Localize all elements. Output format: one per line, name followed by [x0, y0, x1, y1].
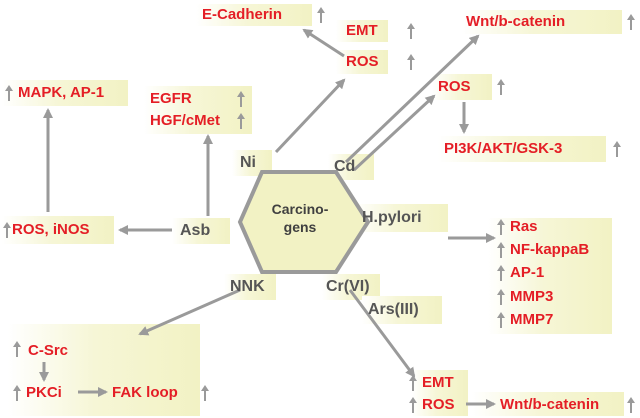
box-csrc-group [8, 324, 200, 416]
up-arrow-icon [497, 312, 505, 328]
target-hgf: HGF/cMet [150, 112, 221, 129]
target-pi3k: PI3K/AKT/GSK-3 [444, 140, 563, 157]
arrow-nnk-to-csrc [138, 288, 241, 336]
agent-h-pylori: H.pylori [362, 209, 422, 226]
box-e-cadherin [196, 4, 312, 26]
target-ros-inos: ROS, iNOS [12, 221, 90, 238]
box-ros-inos [2, 216, 114, 244]
up-arrow-icon [201, 385, 209, 401]
target-mapk: MAPK, AP-1 [18, 84, 105, 101]
target-e-cadherin: E-Cadherin [202, 6, 283, 23]
up-arrow-icon [3, 222, 11, 238]
up-arrow-icon [13, 385, 21, 401]
box-mapk [2, 80, 128, 106]
box-asb [172, 218, 230, 244]
target-pkc: PKCi [26, 384, 62, 401]
box-egfr [144, 86, 252, 134]
target-wnt-top: Wnt/b-catenin [466, 13, 566, 30]
target-mmp7: MMP7 [510, 311, 554, 328]
box-wnt-top [462, 10, 622, 34]
target-ros-cd: ROS [438, 78, 471, 95]
arrow-ros-to-e-cadherin [302, 28, 345, 58]
target-ros-bottom: ROS [422, 396, 455, 413]
target-ap1: AP-1 [510, 264, 545, 281]
box-pi3k [438, 136, 606, 162]
up-arrow-icon [409, 397, 417, 413]
box-ars [362, 296, 442, 324]
up-arrow-icon [627, 397, 635, 413]
target-fak: FAK loop [112, 384, 178, 401]
box-h-pylori [354, 204, 448, 232]
target-ras: Ras [510, 218, 538, 235]
target-mmp3: MMP3 [510, 288, 554, 305]
box-nnk [224, 274, 276, 300]
up-arrow-icon [237, 91, 245, 107]
agent-cd: Cd [334, 158, 356, 175]
up-arrow-icon [497, 219, 505, 235]
box-wnt-bottom [472, 392, 624, 416]
agent-ni: Ni [240, 154, 256, 171]
up-arrow-icon [5, 85, 13, 101]
up-arrow-icon [13, 341, 21, 357]
up-arrow-icon [627, 14, 635, 30]
agent-ars: Ars(III) [368, 301, 419, 318]
arrow-ni-to-ros [274, 78, 346, 154]
up-arrow-icon [613, 141, 621, 157]
up-arrow-icon [497, 79, 505, 95]
target-ros-top: ROS [346, 53, 379, 70]
up-arrow-icon [407, 23, 415, 39]
up-arrow-icon [317, 7, 325, 23]
arrow-cr-to-emt-ros [348, 289, 416, 378]
carcinogens-hexagon [237, 170, 371, 274]
target-wnt-bottom: Wnt/b-catenin [500, 396, 600, 413]
agent-cr: Cr(VI) [326, 278, 370, 295]
center-label: Carcino- gens [256, 200, 344, 236]
box-emt-ros-bottom [412, 370, 468, 416]
center-line-2: gens [283, 219, 317, 235]
target-csrc: C-Src [28, 342, 69, 359]
up-arrow-icon [497, 289, 505, 305]
target-nfkb: NF-kappaB [510, 241, 590, 258]
target-emt-bottom: EMT [422, 374, 454, 391]
box-ros-top [336, 50, 388, 74]
box-ras-group [488, 218, 612, 334]
center-line-1: Carcino- [271, 201, 329, 217]
up-arrow-icon [407, 54, 415, 70]
up-arrow-icon [497, 242, 505, 258]
box-ros-cd [432, 74, 492, 100]
agent-nnk: NNK [230, 278, 265, 295]
target-egfr: EGFR [150, 90, 192, 107]
target-emt-top: EMT [346, 22, 378, 39]
agent-asb: Asb [180, 222, 211, 239]
up-arrow-icon [409, 375, 417, 391]
box-cr [322, 274, 380, 300]
up-arrow-icon [497, 265, 505, 281]
up-arrow-icon [237, 113, 245, 129]
box-emt-top [336, 20, 388, 42]
arrow-cd-to-wnt [344, 34, 480, 164]
arrow-cd-to-ros [352, 94, 436, 172]
